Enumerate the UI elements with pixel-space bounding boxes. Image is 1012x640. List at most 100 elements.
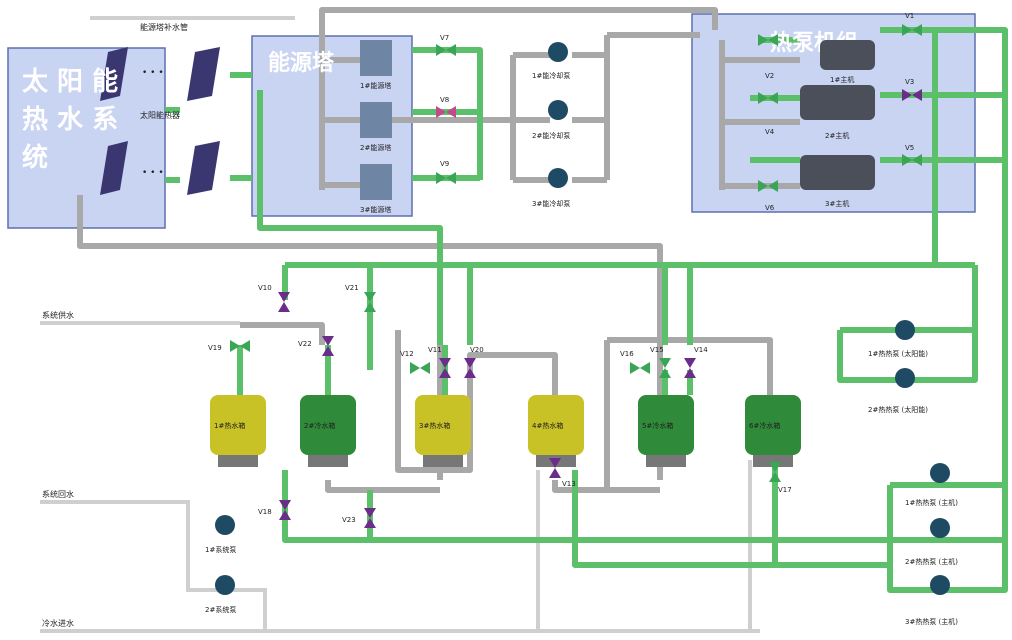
valve-v20[interactable]: V20	[464, 346, 484, 378]
valve-v12-label: V12	[400, 350, 414, 358]
valve-v21[interactable]: V21	[345, 284, 376, 312]
valve-v8-label: V8	[440, 96, 449, 104]
sys-return-line	[40, 500, 267, 630]
solar-title-line3: 统	[22, 142, 48, 173]
pump-cool-1-label: 1#能冷却泵	[532, 71, 570, 80]
pipe-green-solar-pumps	[837, 327, 978, 383]
pump-solar-1-label: 1#热热泵 (太阳能)	[868, 349, 928, 358]
pump-main-3-label: 3#热热泵 (主机)	[905, 617, 958, 626]
valve-v15-label: V15	[650, 346, 664, 354]
pumps: 1#能冷却泵 2#能冷却泵 3#能冷却泵 1#热热泵 (太阳能) 2#热热泵 (…	[205, 42, 958, 626]
pump-main-2[interactable]: 2#热热泵 (主机)	[905, 518, 958, 566]
pump-cool-2[interactable]: 2#能冷却泵	[532, 100, 570, 140]
valve-v5-label: V5	[905, 144, 914, 152]
tank-1: 1#热水箱	[210, 395, 266, 467]
valve-v1-label: V1	[905, 12, 914, 20]
pump-icon	[930, 463, 950, 483]
tank-3: 3#热水箱	[415, 395, 471, 467]
heatpump-unit-1-label: 1#主机	[830, 75, 854, 84]
pump-icon	[215, 575, 235, 595]
valve-v17[interactable]: V17	[769, 462, 792, 494]
heatpump-unit-3	[800, 155, 875, 190]
valve-v22[interactable]: V22	[298, 336, 334, 356]
valve-v14[interactable]: V14	[684, 346, 708, 378]
valve-v11[interactable]: V11	[428, 346, 451, 378]
valve-v6[interactable]: V6	[758, 180, 778, 212]
pump-solar-2[interactable]: 2#热热泵 (太阳能)	[868, 368, 928, 414]
valve-v9-label: V9	[440, 160, 449, 168]
valve-v7[interactable]: V7	[436, 34, 456, 56]
pipe-green-mid-header	[285, 30, 978, 330]
tank-1-body	[210, 395, 266, 455]
valve-v16[interactable]: V16	[620, 350, 650, 374]
valve-v15[interactable]: V15	[650, 346, 671, 378]
valve-v3[interactable]: V3	[902, 78, 922, 101]
pipe-green-solar-loop	[165, 72, 252, 183]
valve-v16-label: V16	[620, 350, 634, 358]
heatpump-units: 1#主机 2#主机 3#主机	[800, 40, 875, 208]
solar-panel-1	[100, 47, 128, 101]
valve-v8[interactable]: V8	[436, 96, 456, 118]
valve-v22-label: V22	[298, 340, 312, 348]
pump-cool-1[interactable]: 1#能冷却泵	[532, 42, 570, 80]
valve-v10[interactable]: V10	[258, 284, 290, 312]
tower-unit-3	[360, 164, 392, 200]
pump-sys-1-label: 1#系统泵	[205, 545, 236, 554]
pump-icon	[895, 320, 915, 340]
pump-icon	[548, 168, 568, 188]
tanks: 1#热水箱 2#冷水箱 3#热水箱 4#热水箱 5#冷水箱 6#冷水箱	[210, 395, 801, 467]
solar-title-line1: 太 阳 能	[22, 66, 118, 97]
pipe-green-tower-down	[257, 90, 443, 345]
tower-label-2: 2#能源塔	[360, 143, 391, 152]
valve-v23-label: V23	[342, 516, 356, 524]
pump-sys-2[interactable]: 2#系统泵	[205, 575, 236, 614]
valve-v14-label: V14	[694, 346, 708, 354]
valve-v2[interactable]: V2	[758, 34, 778, 80]
pump-icon	[215, 515, 235, 535]
pump-icon	[548, 100, 568, 120]
valve-v21-label: V21	[345, 284, 359, 292]
valve-v9[interactable]: V9	[436, 160, 456, 184]
valve-v5[interactable]: V5	[902, 144, 922, 166]
valve-v20-label: V20	[470, 346, 484, 354]
pipe-green-main-pumps	[887, 482, 1008, 593]
pump-cool-3[interactable]: 3#能冷却泵	[532, 168, 570, 208]
valve-v19[interactable]: V19	[208, 340, 250, 352]
solar-panel-3	[100, 141, 128, 195]
solar-dots-2: • • •	[142, 168, 164, 178]
pipe-grey-pumps-out	[572, 32, 700, 183]
valve-v1[interactable]: V1	[902, 12, 922, 36]
tank-3-legs	[423, 455, 463, 467]
valve-v4[interactable]: V4	[758, 92, 778, 136]
valve-v23[interactable]: V23	[342, 508, 376, 528]
valve-v12[interactable]: V12	[400, 350, 430, 374]
tank-1-label: 1#热水箱	[214, 421, 245, 430]
valve-v11-label: V11	[428, 346, 442, 354]
tank-2-legs	[308, 455, 348, 467]
pump-cool-3-label: 3#能冷却泵	[532, 199, 570, 208]
valve-v13[interactable]: V13	[549, 458, 576, 488]
pump-cool-2-label: 2#能冷却泵	[532, 131, 570, 140]
sys-return-label: 系统回水	[42, 489, 74, 499]
pump-main-1[interactable]: 1#热热泵 (主机)	[905, 463, 958, 507]
tank-4-label: 4#热水箱	[532, 421, 563, 430]
valve-v19-label: V19	[208, 344, 222, 352]
tank-4-body	[528, 395, 584, 455]
valve-v18[interactable]: V18	[258, 500, 291, 520]
cold-make-label: 冷水进水	[42, 618, 74, 628]
pump-main-3[interactable]: 3#热热泵 (主机)	[905, 575, 958, 626]
pump-solar-1[interactable]: 1#热热泵 (太阳能)	[868, 320, 928, 358]
pump-icon	[930, 518, 950, 538]
heatpump-unit-2	[800, 85, 875, 120]
tank-3-body	[415, 395, 471, 455]
pump-sys-2-label: 2#系统泵	[205, 605, 236, 614]
pipe-grey-hp-inner	[719, 40, 800, 190]
pump-sys-1[interactable]: 1#系统泵	[205, 515, 236, 554]
pump-icon	[930, 575, 950, 595]
tank-3-label: 3#热水箱	[419, 421, 450, 430]
solar-panel-4	[187, 141, 220, 195]
tower-unit-1	[360, 40, 392, 76]
tank-1-legs	[218, 455, 258, 467]
